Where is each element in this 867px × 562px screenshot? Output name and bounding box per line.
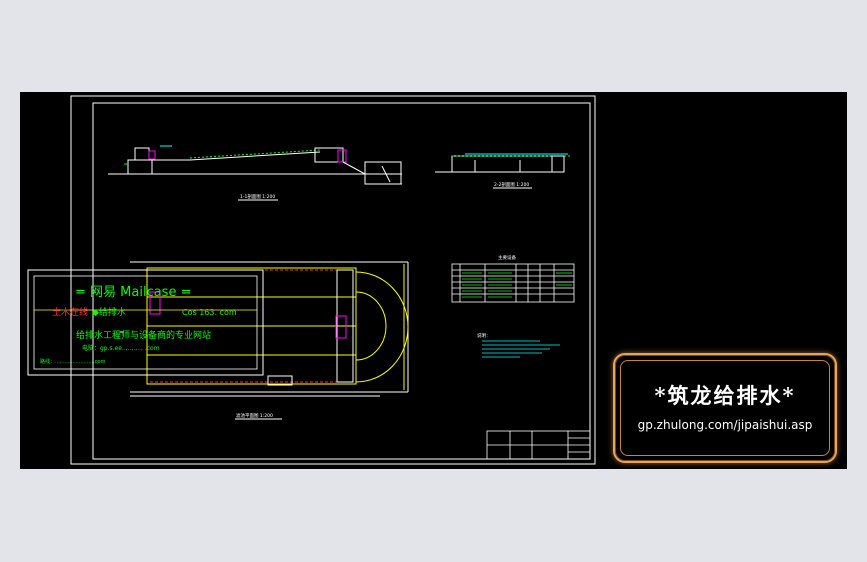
zhulong-badge: *筑龙给排水* gp.zhulong.com/jipaishui.asp	[613, 353, 837, 463]
overlay-watermark	[27, 269, 264, 376]
watermark-line3: 给排水工程师与设备商的专业网站	[76, 329, 211, 341]
section-2-2	[435, 153, 570, 173]
sheet-border-inner	[92, 102, 591, 460]
badge-inner-border	[620, 360, 830, 456]
cad-model-space[interactable]: 1-1剖面图 1:200 2-2剖面图 1:200	[20, 92, 847, 469]
cad-drawing: 1-1剖面图 1:200 2-2剖面图 1:200	[27, 95, 596, 465]
watermark-line1: = 网易 Mailcase =	[75, 285, 191, 300]
watermark-line4: 电脑：gp.s.ee..,..,.,.., .com	[82, 344, 160, 352]
plan-view	[120, 261, 409, 397]
drawing-notes	[482, 340, 560, 358]
section-1-1-caption: 1-1剖面图 1:200	[240, 193, 275, 200]
equipment-table-title: 主要设备	[498, 254, 516, 261]
plan-caption: 滤池平面图 1:200	[236, 412, 273, 419]
title-block	[486, 430, 591, 460]
watermark-line2-email: Cos 163. com	[182, 308, 237, 317]
section-2-2-caption: 2-2剖面图 1:200	[494, 181, 529, 188]
watermark-line5: 路线：.........................com	[40, 358, 106, 365]
section-1-1	[108, 145, 402, 185]
badge-title: *筑龙给排水*	[654, 383, 796, 408]
notes-heading: 说明：	[477, 332, 491, 339]
watermark-line2-red: 土木在线	[52, 306, 88, 318]
watermark-line2-green: ◆给排水	[92, 306, 126, 318]
badge-url: gp.zhulong.com/jipaishui.asp	[637, 418, 813, 432]
sheet-border-outer	[70, 95, 596, 465]
equipment-table	[451, 263, 575, 303]
